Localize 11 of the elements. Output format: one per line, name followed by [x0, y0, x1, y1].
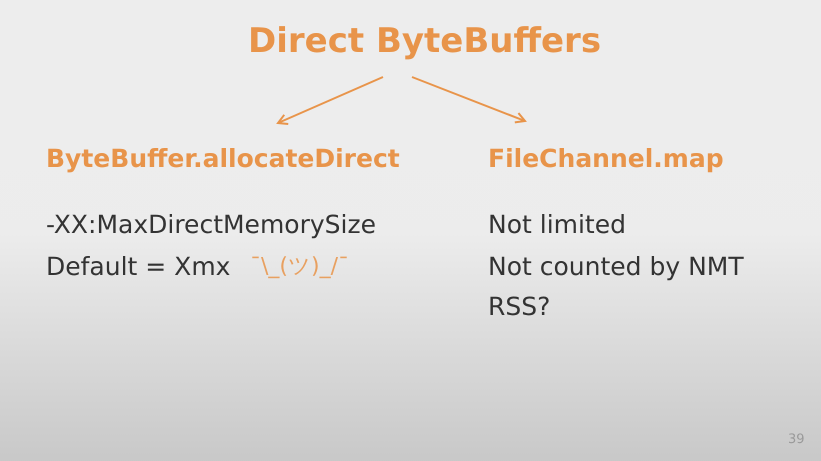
note-text: Not counted by NMT	[488, 251, 744, 283]
note-text: Not limited	[488, 209, 626, 241]
arrow	[277, 76, 384, 125]
title-text: Direct ByteBuffers	[248, 21, 602, 61]
heading-text: ByteBuffer.allocateDirect	[46, 144, 400, 173]
heading-text: FileChannel.map	[488, 144, 724, 173]
note-text: -XX:MaxDirectMemorySize	[46, 209, 376, 241]
emoticon-text: ¯\_(ツ)_/¯	[250, 253, 349, 281]
arrow	[412, 76, 526, 124]
note-text: Default = Xmx	[46, 251, 230, 283]
note-text: RSS?	[488, 291, 550, 323]
